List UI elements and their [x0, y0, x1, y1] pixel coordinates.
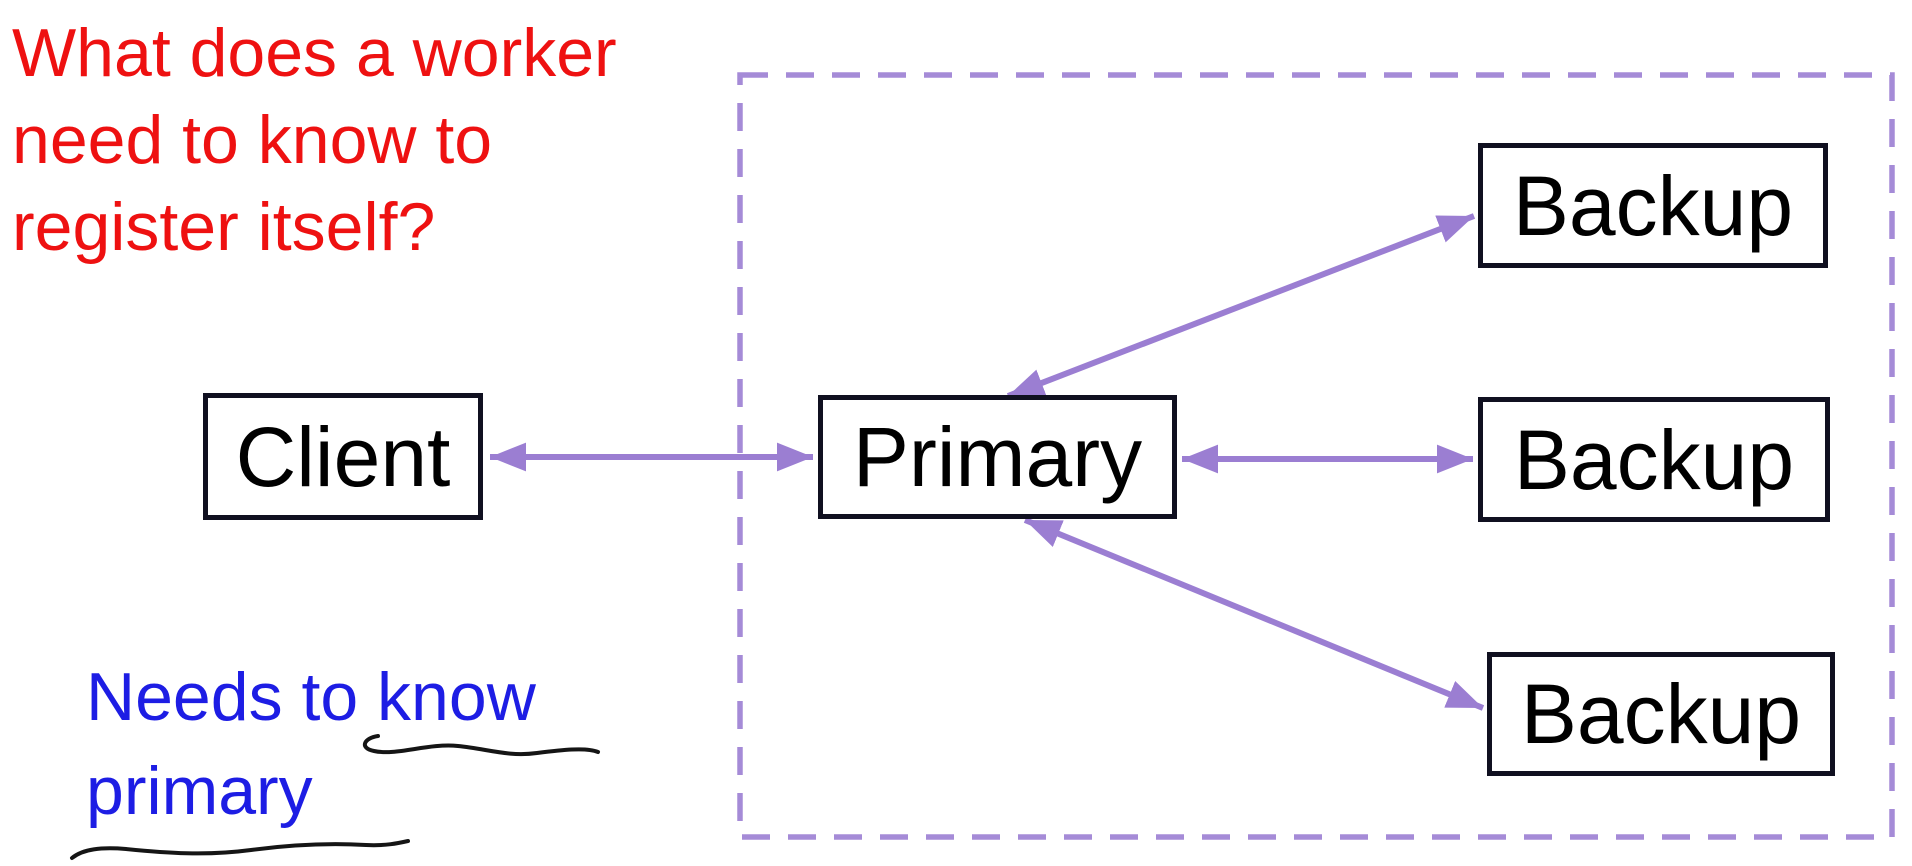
- squiggle-underline-know: [362, 734, 600, 757]
- note-annotation: Needs to know primary: [86, 650, 536, 838]
- replication-group-dashed-border: [737, 72, 1895, 840]
- node-backup-bottom-label: Backup: [1520, 667, 1802, 761]
- node-client: Client: [203, 393, 483, 520]
- edge-primary-backup-top: [1006, 213, 1476, 399]
- node-primary: Primary: [818, 395, 1177, 519]
- node-backup-top: Backup: [1478, 143, 1828, 268]
- note-line-1: Needs to know: [86, 659, 536, 735]
- question-line-2: need to know to: [12, 102, 493, 178]
- node-primary-label: Primary: [852, 410, 1143, 504]
- question-line-3: register itself?: [12, 189, 436, 265]
- question-line-1: What does a worker: [12, 15, 617, 91]
- node-backup-middle-label: Backup: [1513, 412, 1795, 507]
- question-annotation: What does a worker need to know to regis…: [12, 10, 617, 271]
- note-line-2: primary: [86, 753, 313, 829]
- node-backup-top-label: Backup: [1512, 158, 1794, 253]
- node-backup-middle: Backup: [1478, 397, 1830, 522]
- node-client-label: Client: [235, 409, 451, 504]
- edge-primary-backup-bottom: [1023, 517, 1485, 711]
- squiggle-underline-primary: [70, 839, 410, 860]
- node-backup-bottom: Backup: [1487, 652, 1835, 776]
